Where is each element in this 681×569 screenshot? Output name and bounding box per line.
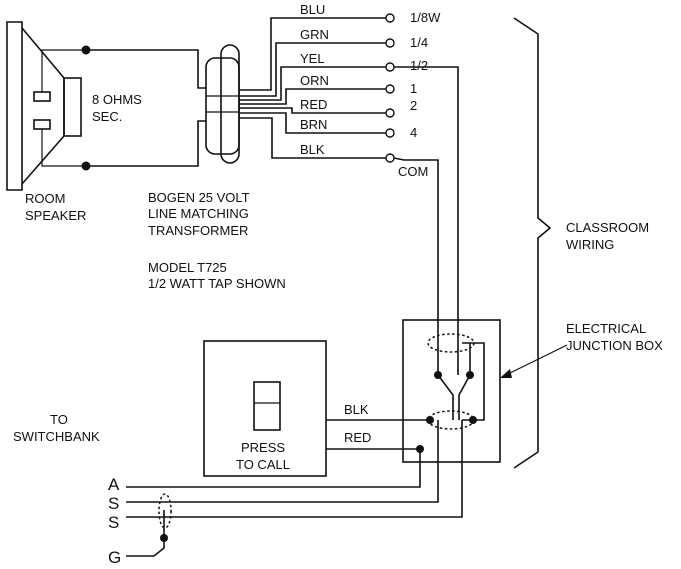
junction-splice-dot bbox=[434, 371, 442, 379]
transformer-line1: BOGEN 25 VOLT bbox=[148, 190, 250, 205]
junction-box-pointer bbox=[505, 344, 568, 376]
classroom-runs bbox=[393, 66, 459, 375]
tap-terminal-grn bbox=[385, 38, 395, 48]
junction-box-internals bbox=[416, 333, 485, 453]
switchbank-wires bbox=[126, 420, 463, 557]
tap-terminal-brn bbox=[385, 128, 395, 138]
transformer bbox=[205, 44, 240, 164]
wire-color-brn: BRN bbox=[300, 117, 327, 132]
classroom-wiring-line2: WIRING bbox=[566, 237, 614, 252]
tap-terminal-com bbox=[385, 153, 395, 163]
tap-terminal-orn bbox=[385, 84, 395, 94]
terminal-label-g: G bbox=[108, 548, 121, 567]
room-speaker bbox=[6, 21, 206, 191]
wire-color-grn: GRN bbox=[300, 27, 329, 42]
transformer-line3: TRANSFORMER bbox=[148, 223, 248, 238]
tap-terminal-blu bbox=[385, 13, 395, 23]
tap-label-1-8w: 1/8W bbox=[410, 10, 441, 25]
tap-terminal-yel bbox=[385, 62, 395, 72]
speaker-terminal-dot bbox=[81, 45, 91, 55]
junction-box-line2: JUNCTION BOX bbox=[566, 338, 663, 353]
classroom-wiring-brace bbox=[513, 17, 552, 469]
tap-terminal-red bbox=[385, 108, 395, 118]
call-switch-line1: PRESS bbox=[241, 440, 285, 455]
classroom-wiring-line1: CLASSROOM bbox=[566, 220, 649, 235]
speaker-label-line2: SPEAKER bbox=[25, 208, 86, 223]
tap-label-com: COM bbox=[398, 164, 428, 179]
call-switch-line2: TO CALL bbox=[236, 457, 290, 472]
transformer-line2: LINE MATCHING bbox=[148, 206, 249, 221]
tap-label-1-2: 1/2 bbox=[410, 58, 428, 73]
transformer-model-line2: 1/2 WATT TAP SHOWN bbox=[148, 276, 286, 291]
terminal-label-s1: S bbox=[108, 494, 119, 513]
junction-box bbox=[402, 319, 501, 463]
junction-box-line1: ELECTRICAL bbox=[566, 321, 646, 336]
ground-drain-dot bbox=[160, 534, 168, 542]
terminal-label-a: A bbox=[108, 475, 120, 494]
call-switch-plate bbox=[203, 340, 327, 477]
terminal-label-s2: S bbox=[108, 513, 119, 532]
speaker-label-line1: ROOM bbox=[25, 191, 65, 206]
call-switch-button bbox=[253, 381, 281, 431]
shield-drain-marker bbox=[158, 493, 172, 529]
tap-label-1: 1 bbox=[410, 81, 417, 96]
speaker-impedance-line1: 8 OHMS bbox=[92, 92, 142, 107]
tap-label-4: 4 bbox=[410, 125, 417, 140]
wire-color-orn: ORN bbox=[300, 73, 329, 88]
switchbank-line2: SWITCHBANK bbox=[13, 429, 100, 444]
tap-label-1-4: 1/4 bbox=[410, 35, 428, 50]
junction-splice-dot bbox=[466, 371, 474, 379]
tap-label-2: 2 bbox=[410, 98, 417, 113]
speaker-terminal-dot bbox=[81, 161, 91, 171]
junction-splice-dot bbox=[469, 416, 477, 424]
wire-color-blu: BLU bbox=[300, 2, 325, 17]
switchbank-line1: TO bbox=[50, 412, 68, 427]
wire-color-red: RED bbox=[300, 97, 327, 112]
call-switch-wire-red: RED bbox=[344, 430, 371, 445]
tap-terminals bbox=[385, 13, 395, 163]
wire-color-blk: BLK bbox=[300, 142, 325, 157]
transformer-model-line1: MODEL T725 bbox=[148, 260, 227, 275]
junction-box-arrowhead bbox=[500, 369, 512, 378]
transformer-tap-leads bbox=[239, 17, 388, 159]
speaker-impedance-line2: SEC. bbox=[92, 109, 122, 124]
call-switch-wire-blk: BLK bbox=[344, 402, 369, 417]
wire-color-yel: YEL bbox=[300, 51, 325, 66]
